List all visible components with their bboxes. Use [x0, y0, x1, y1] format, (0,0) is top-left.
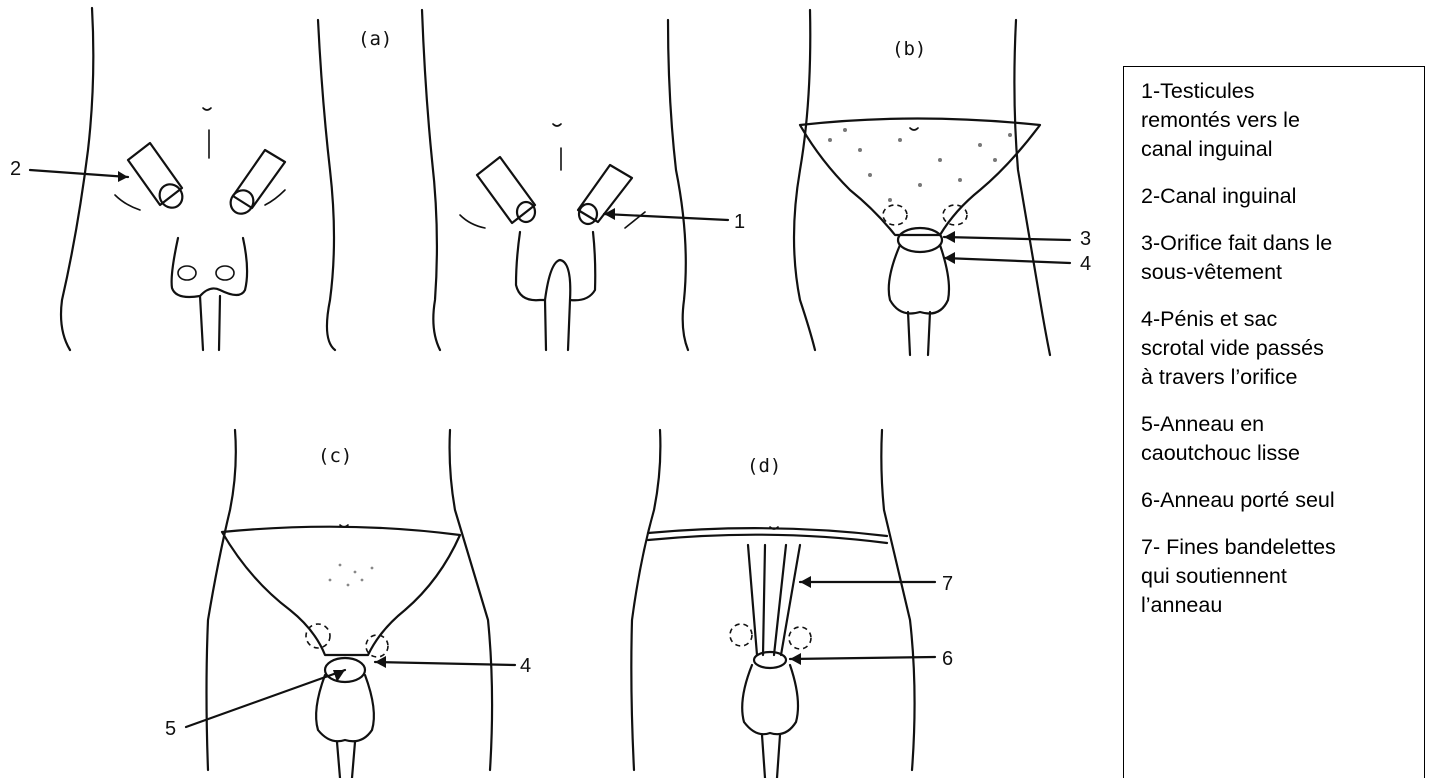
inguinal-canal-right [226, 150, 285, 218]
figure-b [794, 10, 1050, 355]
arrow-4-c [375, 662, 515, 665]
ring [754, 652, 786, 668]
arrow-1 [604, 214, 728, 220]
label-2: 2 [10, 158, 21, 180]
figure-d [631, 430, 914, 778]
legend-item-7: 7- Fines bandelettes qui soutiennent l’a… [1141, 533, 1416, 620]
legend-item-3: 3-Orifice fait dans le sous-vêtement [1141, 229, 1416, 287]
arrow-5 [186, 670, 345, 727]
label-3: 3 [1080, 228, 1091, 250]
torso-outline-right [318, 20, 335, 350]
underwear-c [222, 527, 460, 655]
figure-a-right [422, 10, 688, 350]
legend-item-2: 2-Canal inguinal [1141, 182, 1416, 211]
label-6: 6 [942, 648, 953, 670]
legend-box: 1-Testicules remontés vers le canal ingu… [1123, 66, 1425, 778]
label-5: 5 [165, 718, 176, 740]
label-4-c: 4 [520, 655, 531, 677]
torso-outline-left [61, 8, 93, 350]
empty-scrotum [516, 232, 595, 300]
label-7: 7 [942, 573, 953, 595]
figure-a-left [61, 8, 335, 350]
legend-item-1: 1-Testicules remontés vers le canal ingu… [1141, 77, 1416, 164]
navel [203, 108, 211, 110]
legend-item-6: 6-Anneau porté seul [1141, 486, 1416, 515]
label-4-b: 4 [1080, 253, 1091, 275]
penis [200, 296, 220, 350]
panel-label-c: (c) [318, 445, 352, 467]
arrow-2 [30, 170, 128, 177]
panel-label-a: (a) [358, 28, 392, 50]
figure-c [207, 430, 493, 778]
illustration: 2 (a) 1 [0, 0, 1100, 778]
waistband [648, 528, 887, 543]
panel-label-d: (d) [747, 455, 781, 477]
arrow-3 [944, 237, 1070, 240]
panel-label-b: (b) [892, 38, 926, 60]
legend-item-4: 4-Pénis et sac scrotal vide passés à tra… [1141, 305, 1416, 392]
label-1: 1 [734, 211, 745, 233]
arrow-4-b [944, 258, 1070, 263]
legend-item-5: 5-Anneau en caoutchouc lisse [1141, 410, 1416, 468]
underwear [800, 119, 1040, 236]
straps [748, 545, 800, 655]
inguinal-canal-left [128, 143, 187, 212]
